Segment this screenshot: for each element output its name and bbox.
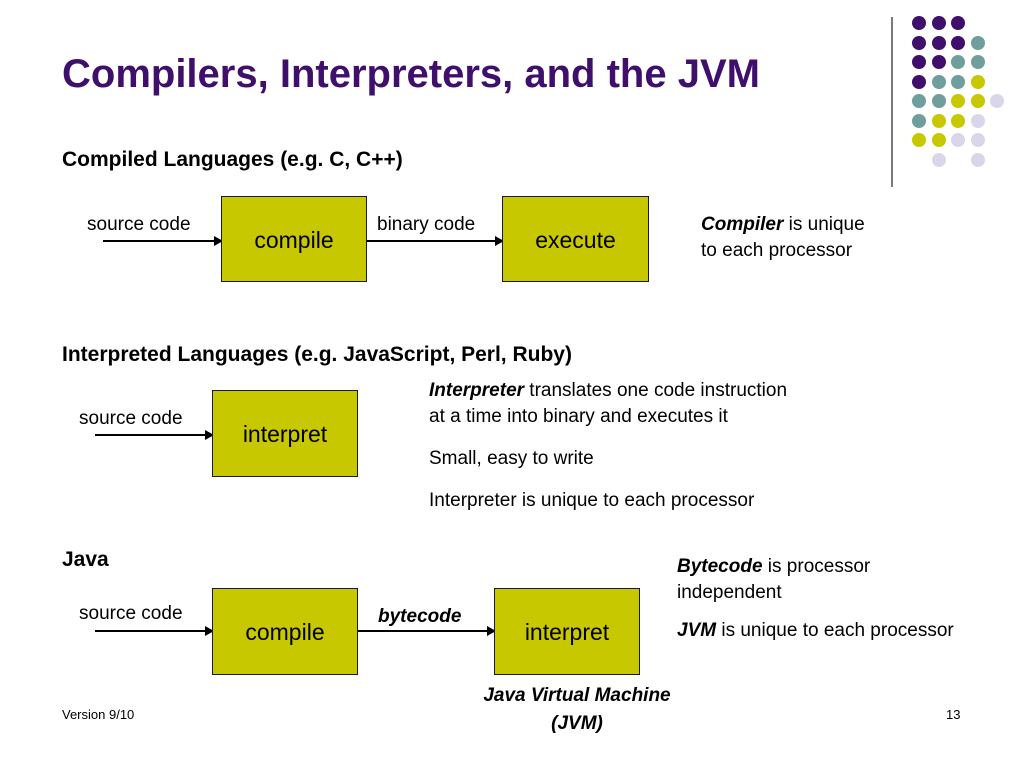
jvm-note: JVM is unique to each processor <box>677 618 954 644</box>
interpreter-note: Interpreter translates one code instruct… <box>429 378 889 430</box>
footer-version: Version 9/10 <box>62 707 135 722</box>
compiled-source-label: source code <box>87 214 191 235</box>
compiler-note-text-1: is unique <box>783 214 865 235</box>
compiler-note: Compiler is unique to each processor <box>701 212 931 264</box>
decorative-dot <box>912 55 926 69</box>
interpreter-note-small: Small, easy to write <box>429 448 594 469</box>
decorative-dot <box>931 133 946 147</box>
bytecode-note: Bytecode is processor independent <box>677 554 977 606</box>
compiled-execute-box: execute <box>502 196 649 282</box>
decorative-dot <box>912 94 926 108</box>
decorative-dot <box>912 74 926 89</box>
decorative-dot <box>912 16 926 30</box>
decorative-dot <box>951 113 965 128</box>
slide-title: Compilers, Interpreters, and the JVM <box>62 52 760 96</box>
decorative-dot <box>970 74 985 89</box>
bytecode-note-text-1: is processor <box>762 556 871 577</box>
interpreter-note-text-1: translates one code instruction <box>524 380 788 401</box>
java-heading: Java <box>62 548 109 571</box>
decorative-dot <box>931 74 946 89</box>
decorative-dot <box>912 113 926 128</box>
java-input-arrow <box>95 627 214 635</box>
compiler-note-text-2: to each processor <box>701 240 853 261</box>
decorative-dot-grid <box>0 0 1024 200</box>
decorative-dot <box>912 35 926 50</box>
jvm-caption: Java Virtual Machine (JVM) <box>440 682 714 738</box>
decorative-dot <box>931 94 946 108</box>
jvm-caption-line-2: (JVM) <box>551 713 603 734</box>
java-source-label: source code <box>79 603 183 624</box>
page-number: 13 <box>946 707 961 722</box>
decorative-dot <box>970 55 985 69</box>
interpreter-term: Interpreter <box>429 380 525 401</box>
decorative-dot <box>970 152 985 167</box>
decorative-dot <box>931 152 946 167</box>
bytecode-term: Bytecode <box>677 556 763 577</box>
decorative-dot <box>931 55 946 69</box>
interpreter-note-unique: Interpreter is unique to each processor <box>429 490 755 511</box>
java-middle-arrow <box>358 627 496 635</box>
decorative-dot <box>970 113 985 128</box>
interpreted-input-arrow <box>95 431 214 439</box>
java-interpret-box: interpret <box>494 588 640 675</box>
decorative-dot <box>912 133 926 147</box>
java-bytecode-label: bytecode <box>378 606 462 627</box>
decorative-dot <box>951 133 965 147</box>
jvm-note-text: is unique to each processor <box>716 620 954 641</box>
decorative-dot <box>951 55 965 69</box>
decorative-dot <box>970 94 985 108</box>
bytecode-note-text-2: independent <box>677 582 782 603</box>
interpreted-heading: Interpreted Languages (e.g. JavaScript, … <box>62 343 572 366</box>
decorative-dot <box>931 35 946 50</box>
interpreted-source-label: source code <box>79 408 183 429</box>
compiled-heading: Compiled Languages (e.g. C, C++) <box>62 148 403 171</box>
decorative-dot <box>931 113 946 128</box>
compiled-compile-box: compile <box>221 196 367 282</box>
jvm-term: JVM <box>677 620 717 641</box>
decorative-dot <box>970 35 985 50</box>
decorative-dot <box>990 94 1004 108</box>
decorative-dot <box>970 133 985 147</box>
decorative-dot <box>951 74 965 89</box>
java-compile-box: compile <box>212 588 358 675</box>
decorative-dot <box>951 35 965 50</box>
decorative-dot <box>931 16 946 30</box>
compiler-term: Compiler <box>701 214 784 235</box>
compiled-middle-arrow <box>367 237 504 245</box>
compiled-input-arrow <box>103 237 223 245</box>
decorative-dot <box>951 16 965 30</box>
jvm-caption-line-1: Java Virtual Machine <box>483 685 671 706</box>
compiled-binary-label: binary code <box>377 214 476 235</box>
interpreted-interpret-box: interpret <box>212 390 358 477</box>
decorative-dot <box>951 94 965 108</box>
interpreter-note-text-2: at a time into binary and executes it <box>429 406 728 427</box>
decorative-divider <box>891 17 893 187</box>
